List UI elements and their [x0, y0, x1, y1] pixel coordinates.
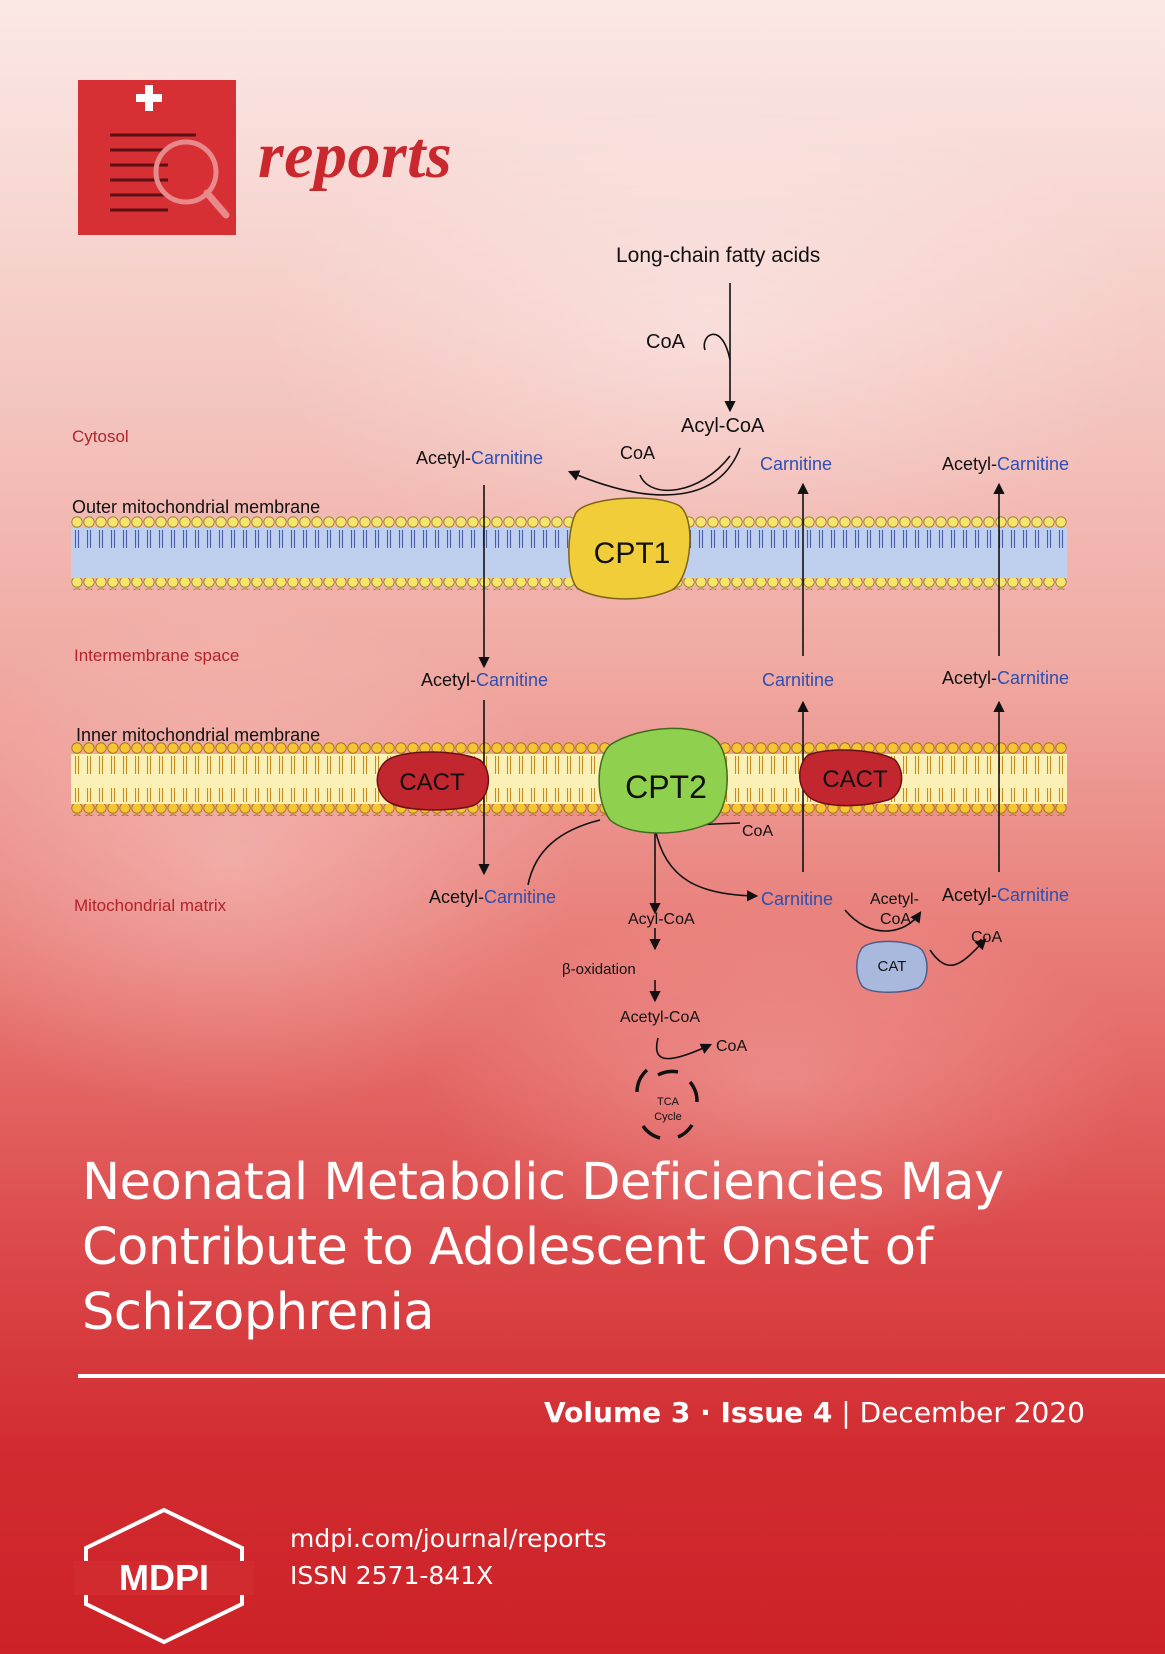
article-title: Neonatal Metabolic Deficiencies May Cont… — [82, 1153, 1004, 1342]
cact-label-right: CACT — [822, 766, 888, 793]
label-acyl-coa: Acyl-CoA — [681, 415, 765, 437]
label-acetyl-coa: Acetyl-CoA — [620, 1009, 700, 1026]
label-cycle: Cycle — [654, 1111, 682, 1123]
label-carnitine: Carnitine — [762, 670, 834, 690]
label-acetyl-carnitine: Acetyl-Carnitine — [942, 454, 1069, 474]
cpt2-label: CPT2 — [625, 769, 707, 805]
label-tca: TCA — [657, 1096, 680, 1108]
region-label-cytosol: Cytosol — [72, 427, 129, 446]
issue-info: Volume 3 · Issue 4 | December 2020 — [544, 1396, 1085, 1429]
label-acetyl-carnitine: Acetyl-Carnitine — [942, 885, 1069, 905]
cact-enzyme-right — [799, 749, 903, 807]
arrow-cpt1-out — [567, 447, 741, 496]
label-coa: CoA — [716, 1038, 747, 1055]
issn: ISSN 2571-841X — [290, 1561, 494, 1590]
label-acetyl-carnitine: Acetyl-Carnitine — [942, 668, 1069, 688]
region-label-outer-membrane: Outer mitochondrial membrane — [72, 497, 320, 517]
volume: Volume 3 — [544, 1396, 691, 1429]
publisher-name: MDPI — [119, 1557, 209, 1598]
label-coa: CoA — [620, 443, 655, 463]
cpt2-curve-left — [527, 819, 601, 886]
arrow-to-carnitine — [654, 827, 759, 902]
arrow-coa-tca — [655, 1037, 713, 1060]
cpt2-enzyme — [598, 727, 728, 834]
journal-logo — [78, 80, 236, 235]
label-acetyl-carnitine: Acetyl-Carnitine — [416, 448, 543, 468]
cpt1-enzyme — [568, 497, 691, 600]
issue-date: December 2020 — [859, 1396, 1085, 1429]
label-acetyl-carnitine: Acetyl-Carnitine — [421, 670, 548, 690]
label-acetyl-carnitine: Acetyl-Carnitine — [429, 887, 556, 907]
issue-number: Issue 4 — [720, 1396, 833, 1429]
label-long-chain: Long-chain fatty acids — [616, 244, 820, 267]
journal-name: reports — [258, 119, 453, 192]
cat-enzyme — [856, 940, 928, 993]
cact-enzyme-left — [376, 751, 490, 811]
cat-label: CAT — [878, 958, 907, 975]
label-beta-oxidation: β-oxidation — [562, 961, 636, 978]
arrow-cat-coa — [929, 938, 987, 966]
divider — [78, 1374, 1165, 1378]
tca-cycle-icon — [635, 1068, 699, 1140]
inner-membrane — [71, 742, 1067, 816]
arrow-cat-acetyl — [844, 909, 922, 932]
region-label-matrix: Mitochondrial matrix — [74, 896, 227, 915]
journal-url[interactable]: mdpi.com/journal/reports — [290, 1524, 607, 1553]
label-acyl-coa: Acyl-CoA — [628, 911, 695, 928]
label-coa: CoA — [971, 929, 1002, 946]
region-label-inner-membrane: Inner mitochondrial membrane — [76, 725, 320, 745]
label-acetyl-break: Acetyl- — [870, 891, 919, 908]
document-search-icon — [110, 85, 230, 219]
hexagon-icon — [84, 1507, 244, 1645]
coa-curl-cpt1 — [639, 455, 731, 492]
coa-curl — [703, 333, 731, 361]
region-label-intermembrane: Intermembrane space — [74, 646, 239, 665]
label-coa: CoA — [742, 823, 773, 840]
cact-label-left: CACT — [399, 769, 465, 796]
label-carnitine: Carnitine — [760, 454, 832, 474]
mdpi-logo: MDPI — [74, 1507, 254, 1645]
label-coa: CoA — [646, 331, 686, 353]
label-carnitine: Carnitine — [761, 889, 833, 909]
cpt1-label: CPT1 — [594, 537, 671, 570]
separator: · — [690, 1396, 721, 1429]
divider-bar: | — [832, 1396, 860, 1429]
label-coa: CoA — [880, 911, 911, 928]
